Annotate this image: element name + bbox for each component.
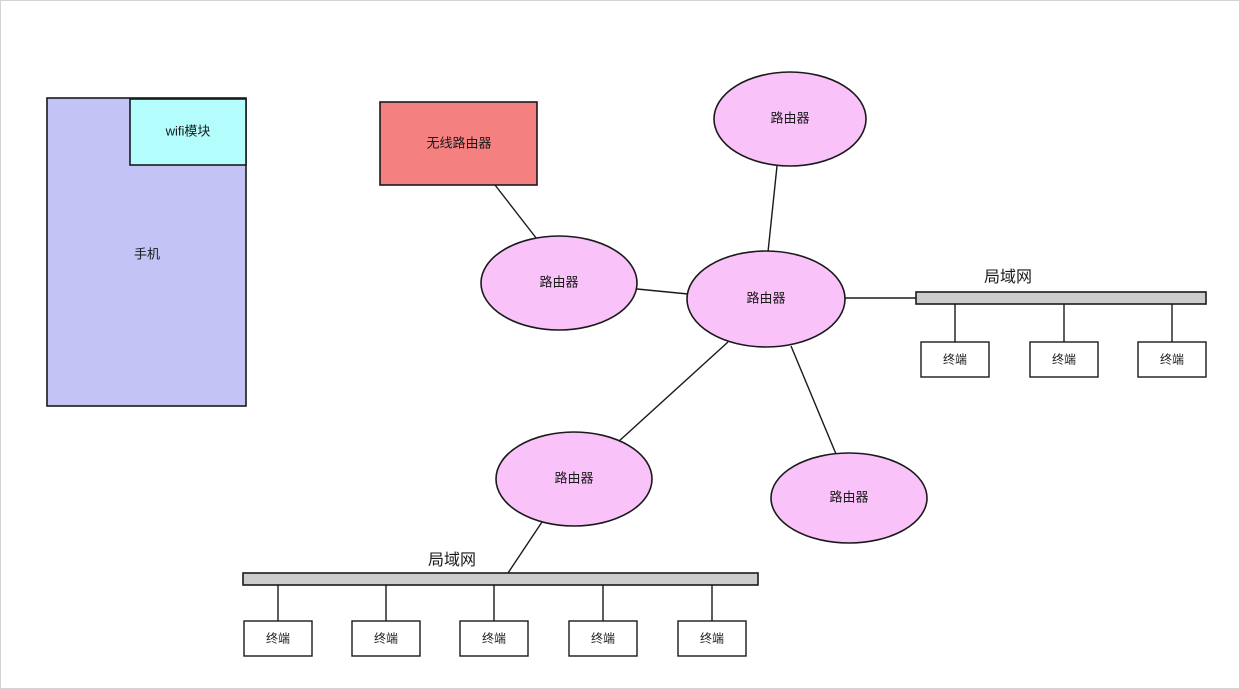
terminal-label: 终端 [482,631,506,646]
wireless-router-node[interactable]: 无线路由器 [379,101,538,186]
bottom-lan-bar[interactable] [242,572,759,586]
edges-layer [494,165,916,574]
router-bottom-right-label: 路由器 [829,489,868,504]
terminal-label: 终端 [700,631,724,646]
router-bottom-left-node[interactable]: 路由器 [495,431,653,527]
terminal-rect[interactable] [243,620,313,657]
router-top-ellipse[interactable] [713,71,867,167]
router-bottom-right-ellipse[interactable] [770,452,928,544]
router-center-label: 路由器 [746,290,785,305]
terminal-rect[interactable] [1029,341,1099,378]
terminal-rect[interactable] [920,341,990,378]
wifi-module-rect[interactable] [129,98,247,166]
router-left-node[interactable]: 路由器 [480,235,638,331]
terminal-rect[interactable] [351,620,421,657]
right-lan-bar[interactable] [915,291,1207,305]
terminal-node[interactable]: 终端 [568,620,638,657]
terminal-node[interactable]: 终端 [1137,341,1207,378]
terminal-label: 终端 [374,631,398,646]
router-top-to-router-center [767,165,778,253]
wifi-module-label: wifi模块 [165,123,211,138]
terminal-node[interactable]: 终端 [1029,341,1099,378]
terminal-rect[interactable] [568,620,638,657]
right-lan-label: 局域网 [984,268,1032,286]
terminal-node[interactable]: 终端 [351,620,421,657]
terminal-label: 终端 [266,631,290,646]
wireless-router-rect[interactable] [379,101,538,186]
router-bottom-left-label: 路由器 [554,470,593,485]
router-center-ellipse[interactable] [686,250,846,348]
terminal-node[interactable]: 终端 [243,620,313,657]
router-top-label: 路由器 [770,110,809,125]
terminal-node[interactable]: 终端 [459,620,529,657]
terminal-node[interactable]: 终端 [920,341,990,378]
terminal-label: 终端 [1160,352,1184,367]
router-center-node[interactable]: 路由器 [686,250,846,348]
terminal-label: 终端 [943,352,967,367]
router-left-to-router-center [636,288,689,295]
right-lan-bus[interactable]: 局域网 [915,268,1207,305]
phone-label: 手机 [134,246,160,261]
terminal-rect[interactable] [677,620,747,657]
bottom-lan-bus[interactable]: 局域网 [242,551,759,586]
router-top-node[interactable]: 路由器 [713,71,867,167]
router-bottom-right-node[interactable]: 路由器 [770,452,928,544]
terminal-node[interactable]: 终端 [677,620,747,657]
router-center-to-router-bottom-right [790,345,837,455]
terminal-label: 终端 [591,631,615,646]
terminal-rect[interactable] [459,620,529,657]
wireless-router-to-router-left [494,184,541,244]
bottom-lan-label: 局域网 [428,551,476,569]
router-left-ellipse[interactable] [480,235,638,331]
router-bottom-left-to-bottom-lan [507,521,543,574]
wifi-module-node[interactable]: wifi模块 [129,98,247,166]
router-center-to-router-bottom-left [617,341,729,443]
terminals-layer: 终端终端终端终端终端终端终端终端 [243,304,1207,657]
terminal-label: 终端 [1052,352,1076,367]
terminal-rect[interactable] [1137,341,1207,378]
router-left-label: 路由器 [539,274,578,289]
router-bottom-left-ellipse[interactable] [495,431,653,527]
wireless-router-label: 无线路由器 [426,135,491,150]
